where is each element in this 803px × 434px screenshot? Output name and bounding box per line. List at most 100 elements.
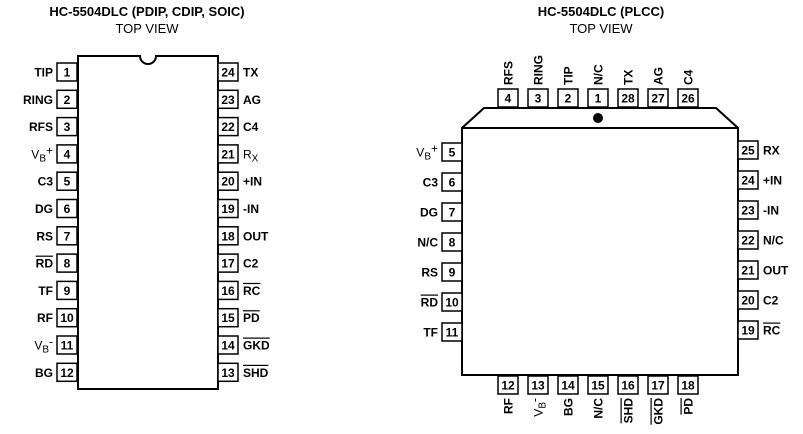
pin-label-c2: C2	[243, 257, 259, 271]
pin-label--in: +IN	[243, 175, 262, 189]
pin-8-number: 8	[449, 236, 456, 250]
pin-label-shd: SHD	[243, 366, 269, 380]
pin-label--in: -IN	[763, 204, 779, 218]
pin-3-box	[56, 116, 78, 137]
pin-6-number: 6	[449, 176, 456, 190]
pin-label-n-c: N/C	[763, 234, 784, 248]
pin-11-number: 11	[446, 326, 459, 340]
pin-18-number: 18	[221, 229, 235, 243]
pin-4-number: 4	[64, 147, 71, 161]
pin-3-box	[527, 88, 549, 108]
pin-label-vbminus: VB-	[34, 335, 53, 356]
pin-4-box	[497, 88, 519, 108]
pin-5-number: 5	[64, 175, 71, 189]
pin-label-pd: PD	[682, 398, 696, 415]
pin-14-number: 14	[221, 339, 235, 353]
pin-14-number: 14	[561, 379, 575, 393]
pin-12-box	[56, 362, 78, 383]
pin-16-box	[217, 280, 239, 301]
pin-15-number: 15	[221, 311, 235, 325]
pin-9-box	[441, 262, 463, 282]
pin-20-box	[737, 290, 759, 310]
pin-label-gkd: GKD	[652, 398, 666, 425]
pin-20-box	[217, 171, 239, 191]
pin-label-c2: C2	[763, 294, 779, 308]
pin-label-bg: BG	[562, 398, 576, 416]
pin-3-number: 3	[64, 120, 71, 134]
pin-12-number: 12	[501, 379, 515, 393]
pin-26-box	[677, 88, 699, 108]
pin-label-out: OUT	[763, 264, 789, 278]
pin-label-pd: PD	[243, 311, 260, 325]
pin-22-box	[737, 230, 759, 250]
pin-label-c4: C4	[243, 120, 259, 134]
pin-label-rx: RX	[763, 144, 780, 158]
pin-19-number: 19	[741, 324, 755, 338]
pin-label--in: -IN	[243, 202, 259, 216]
pin-label-tx: TX	[243, 66, 258, 80]
pin-label-tf: TF	[38, 284, 53, 298]
pin-12-number: 12	[60, 366, 74, 380]
pin-16-number: 16	[621, 379, 635, 393]
pin-23-box	[217, 89, 239, 110]
pin-17-box	[647, 375, 669, 395]
pin-label-gkd: GKD	[243, 339, 270, 353]
pin-label-rs: RS	[421, 266, 438, 280]
pin-5-box	[441, 142, 463, 162]
pin-25-number: 25	[741, 144, 755, 158]
pin-9-box	[56, 280, 78, 301]
pin-17-number: 17	[221, 257, 235, 271]
pin-9-number: 9	[64, 284, 71, 298]
pin-1-number: 1	[595, 92, 602, 106]
pin-label-out: OUT	[243, 229, 269, 243]
pin-label-ag: AG	[243, 93, 261, 107]
pin-2-box	[56, 89, 78, 110]
pin-21-number: 21	[741, 264, 755, 278]
pin-10-box	[56, 307, 78, 328]
pin-label-n-c: N/C	[592, 398, 606, 419]
pin-6-number: 6	[64, 202, 71, 216]
pin-label-ring: RING	[23, 93, 53, 107]
pin-23-number: 23	[221, 93, 235, 107]
pin-label-vbminus: VB-	[528, 398, 549, 417]
pin-7-box	[441, 202, 463, 222]
pin-label-bg: BG	[35, 366, 53, 380]
pin-2-number: 2	[565, 92, 572, 106]
pin-label-c4: C4	[682, 69, 696, 85]
pin-17-number: 17	[651, 379, 665, 393]
pin-19-box	[737, 320, 759, 340]
pin1-indicator-dot	[593, 113, 603, 123]
pin-label-dg: DG	[35, 202, 53, 216]
pin-24-box	[737, 170, 759, 190]
pin-5-box	[56, 171, 78, 191]
pin-24-number: 24	[741, 174, 755, 188]
pin-7-number: 7	[449, 206, 456, 220]
pin-11-number: 11	[61, 339, 74, 353]
pin-13-number: 13	[531, 379, 545, 393]
pin-label-ring: RING	[532, 55, 546, 85]
plcc-title: HC-5504DLC (PLCC)	[538, 4, 664, 19]
pin-15-box	[587, 375, 609, 395]
pin-2-number: 2	[64, 93, 71, 107]
pin-24-box	[217, 62, 239, 82]
pin-21-box	[217, 144, 239, 164]
pin-26-number: 26	[681, 92, 695, 106]
pin-label--in: +IN	[763, 174, 782, 188]
pin-22-box	[217, 116, 239, 137]
pin-label-n-c: N/C	[592, 64, 606, 85]
pin-13-box	[527, 375, 549, 395]
dip-pins: 1TIP2RING3RFS4VB+5C36DG7RS8RD9TF10RF11VB…	[23, 62, 270, 383]
pin-label-rs: RS	[36, 229, 53, 243]
pin-11-box	[441, 322, 463, 342]
pin-18-box	[677, 375, 699, 395]
pin-19-box	[217, 198, 239, 219]
pin-2-box	[557, 88, 579, 108]
pin-11-box	[56, 335, 78, 355]
pin-label-rc: RC	[243, 284, 261, 298]
dip-subtitle: TOP VIEW	[115, 21, 179, 36]
pin-label-rfs: RFS	[29, 120, 53, 134]
pin-label-vbplus: VB+	[31, 143, 53, 164]
pin-5-number: 5	[449, 146, 456, 160]
pin-16-number: 16	[221, 284, 235, 298]
